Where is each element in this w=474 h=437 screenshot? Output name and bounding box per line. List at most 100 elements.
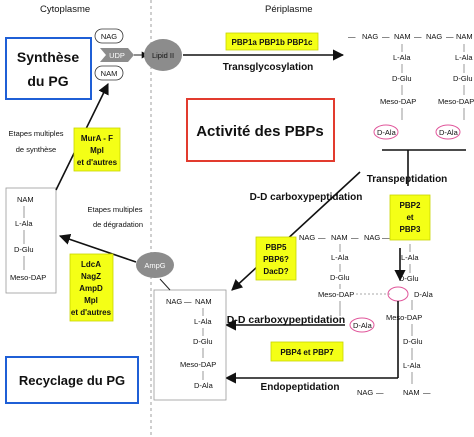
box1-nam: NAM xyxy=(17,195,34,204)
pbp2-line1: PBP2 xyxy=(400,201,421,210)
box2-dala: D-Ala xyxy=(194,381,214,390)
periplasm-label: Périplasme xyxy=(265,4,313,15)
pbp2-line3: PBP3 xyxy=(400,225,421,234)
mid-stem-lala: L-Ala xyxy=(331,253,349,262)
ddcarboxy2-label: D-D carboxypeptidation xyxy=(227,314,345,326)
pbp5-box xyxy=(255,236,297,281)
transpep-label: Transpeptidation xyxy=(367,174,448,185)
ampg-label: AmpG xyxy=(144,261,165,270)
strand1-left-dash: — xyxy=(348,32,356,41)
box2-dglu: D-Glu xyxy=(193,337,213,346)
etapes-synth-line2: de synthèse xyxy=(16,145,56,154)
stem2-dala-circle xyxy=(435,124,461,140)
strand2-nam1: NAM xyxy=(331,233,348,242)
bottom-nag: NAG xyxy=(357,388,373,397)
lipid-ii-label: Lipid II xyxy=(152,51,174,60)
mura-line1: MurA - F xyxy=(81,134,113,143)
stem2-lala: L-Ala xyxy=(455,53,473,62)
stem1-dala: D-Ala xyxy=(377,128,397,137)
etapes-degr-line2: de dégradation xyxy=(93,220,143,229)
lipid-ii xyxy=(144,39,182,71)
bottom-dash2: — xyxy=(423,388,431,397)
mid-stem-dglu: D-Glu xyxy=(330,273,350,282)
pbp2-box xyxy=(389,194,431,241)
box2-dash: — xyxy=(184,297,192,306)
pbp2-line2: et xyxy=(406,213,413,222)
box-to-ampg-line xyxy=(159,278,171,291)
mid-stem-dala-right: D-Ala xyxy=(414,290,434,299)
stem1-mesodap: Meso-DAP xyxy=(380,97,416,106)
mid-stem-mesodap: Meso-DAP xyxy=(318,290,354,299)
mura-line3: et d'autres xyxy=(77,158,118,167)
box2-nag: NAG xyxy=(166,297,182,306)
strand2-nag1: NAG xyxy=(299,233,315,242)
ldca-line3: AmpD xyxy=(79,284,103,293)
strand2-dash1: — xyxy=(318,233,326,242)
r-stem-lala: L-Ala xyxy=(401,253,419,262)
mura-line2: Mpl xyxy=(90,146,104,155)
ampg-transporter xyxy=(136,252,174,278)
box1-dglu: D-Glu xyxy=(14,245,34,254)
strand1-nag2: NAG xyxy=(426,32,442,41)
ldca-line1: LdcA xyxy=(81,260,101,269)
activite-box xyxy=(186,98,335,162)
nam-label: NAM xyxy=(101,69,118,78)
mura-box xyxy=(73,127,121,172)
ampg-to-cyto-arrow xyxy=(58,233,137,263)
stem1-lala: L-Ala xyxy=(393,53,411,62)
recyclage-box xyxy=(5,356,139,404)
activite-label: Activité des PBPs xyxy=(196,123,324,140)
etapes-synth-line1: Etapes multiples xyxy=(8,129,63,138)
r-stem-mesodap: Meso-DAP xyxy=(386,313,422,322)
synthese-box xyxy=(5,37,92,100)
muropeptide-box-periplasm xyxy=(153,289,227,401)
pbp5-line3: DacD? xyxy=(263,267,288,276)
mid-stem-dala-circle xyxy=(349,317,375,333)
r-stem-dglu: D-Glu xyxy=(399,274,419,283)
crosslink-circle xyxy=(387,286,409,302)
ldca-line2: NagZ xyxy=(81,272,101,281)
stem1-dala-circle xyxy=(373,124,399,140)
etapes-degr-line1: Etapes multiples xyxy=(87,205,142,214)
cytoplasm-label: Cytoplasme xyxy=(40,4,90,15)
bottom-dash1: — xyxy=(376,388,384,397)
nam-hex xyxy=(94,65,124,81)
pbp5-line1: PBP5 xyxy=(266,243,287,252)
r-stem-dglu2: D-Glu xyxy=(403,337,423,346)
synthese-line1: Synthèse xyxy=(17,49,79,65)
ldca-box xyxy=(69,253,114,322)
stem2-dglu: D-Glu xyxy=(453,74,473,83)
box1-lala: L-Ala xyxy=(15,219,33,228)
transglyco-label: Transglycosylation xyxy=(223,62,314,73)
bottom-nam: NAM xyxy=(403,388,420,397)
recyclage-label: Recyclage du PG xyxy=(19,373,125,388)
strand1-dash3: — xyxy=(446,32,454,41)
mid-stem-dala: D-Ala xyxy=(353,321,373,330)
pbp1-label: PBP1a PBP1b PBP1c xyxy=(232,38,313,47)
udp-shape xyxy=(100,48,134,62)
stem1-dglu: D-Glu xyxy=(392,74,412,83)
strand1-dash1: — xyxy=(382,32,390,41)
strand2-dash3: — xyxy=(382,233,390,242)
udp-label: UDP xyxy=(109,51,125,60)
ldca-line4: Mpl xyxy=(84,296,98,305)
ddcarboxy1-label: D-D carboxypeptidation xyxy=(250,192,363,203)
strand2-nag2: NAG xyxy=(364,233,380,242)
box2-mesodap: Meso-DAP xyxy=(180,360,216,369)
pbp1-box xyxy=(225,32,319,51)
box1-mesodap: Meso-DAP xyxy=(10,273,46,282)
stem2-dala: D-Ala xyxy=(439,128,459,137)
pbp4-box xyxy=(270,341,344,362)
ddcarboxy1-arrow xyxy=(231,171,361,291)
r-stem-lala2: L-Ala xyxy=(403,361,421,370)
box2-lala: L-Ala xyxy=(194,317,212,326)
strand2-dash2: — xyxy=(351,233,359,242)
ldca-line5: et d'autres xyxy=(71,308,112,317)
muropeptide-box-cytoplasm xyxy=(5,187,57,294)
strand1-nag1: NAG xyxy=(362,32,378,41)
stem2-mesodap: Meso-DAP xyxy=(438,97,474,106)
pbp4-label: PBP4 et PBP7 xyxy=(280,348,334,357)
strand1-dash2: — xyxy=(414,32,422,41)
